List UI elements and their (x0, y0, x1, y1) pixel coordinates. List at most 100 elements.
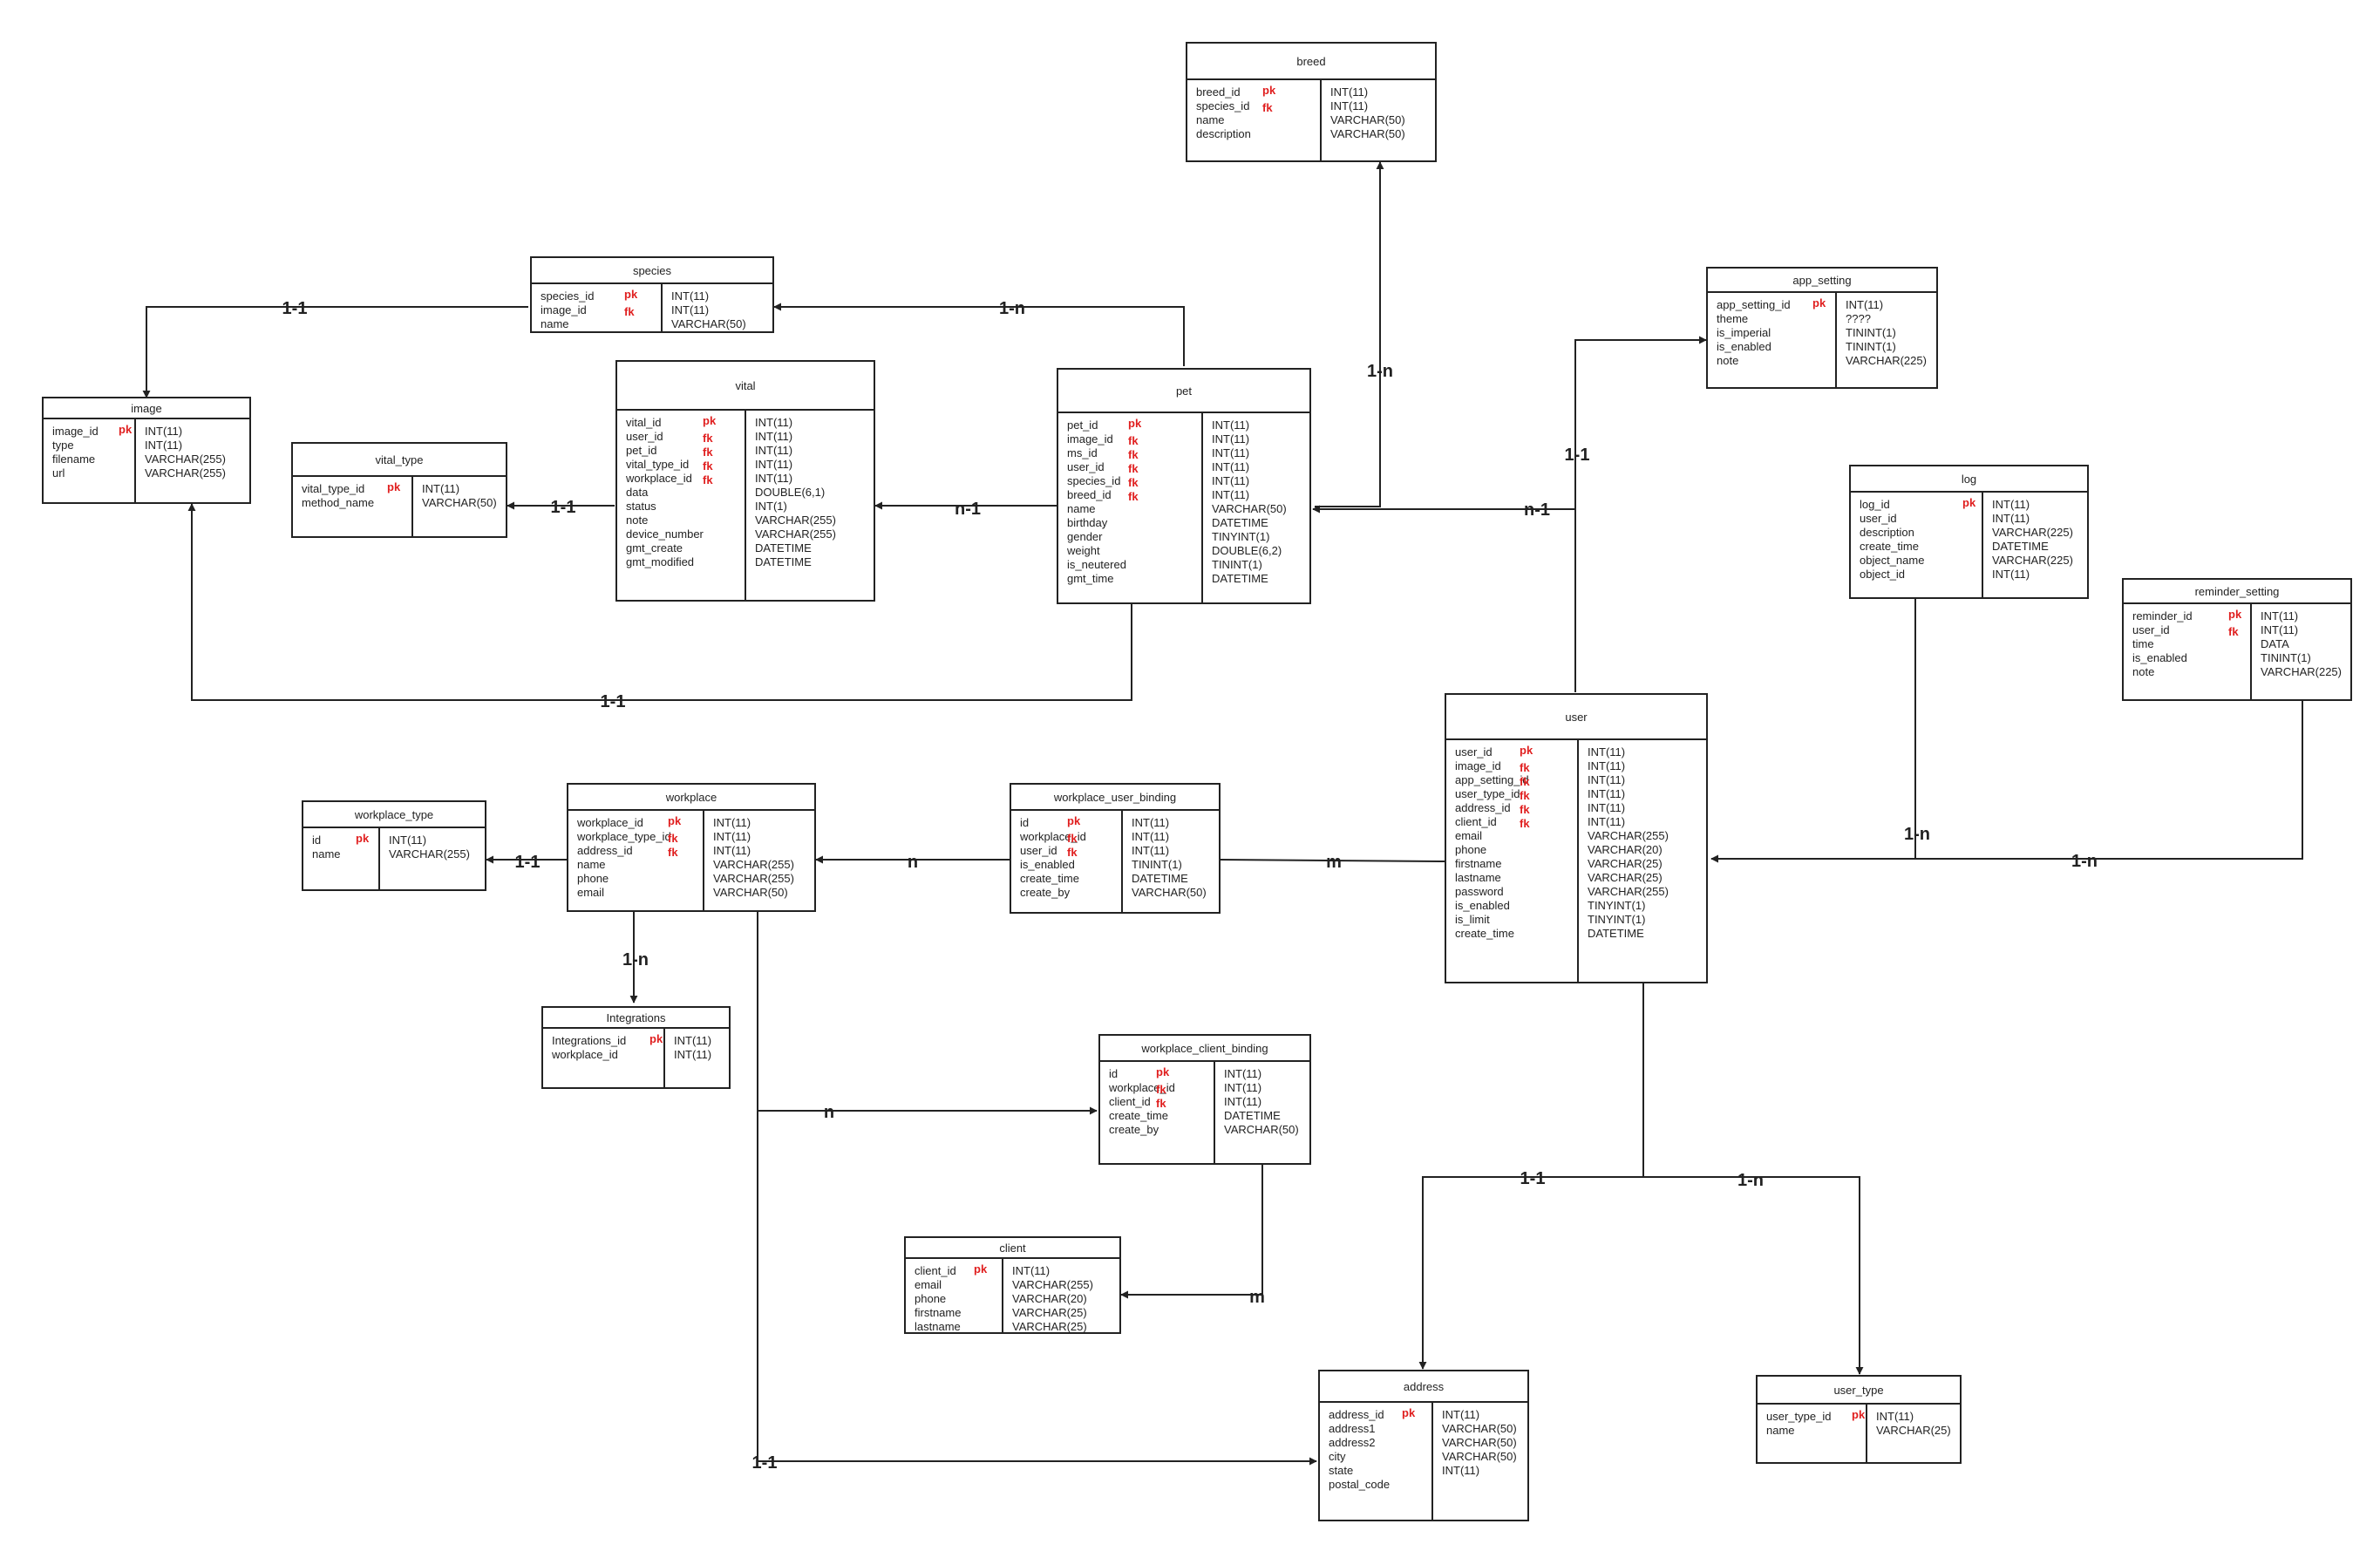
field-name: gender (1067, 530, 1103, 543)
field-name: name (1067, 502, 1096, 515)
field-name: note (626, 514, 649, 527)
primary-key-badge: pk (1812, 296, 1826, 310)
field-type: INT(11) (1992, 512, 2030, 525)
field-type-column: INT(11)INT(11)VARCHAR(255)VARCHAR(255) (136, 419, 235, 502)
field-type: INT(11) (1212, 460, 1250, 473)
table-title: workplace_client_binding (1100, 1036, 1309, 1062)
field-type: VARCHAR(50) (1330, 127, 1405, 140)
field-name: species_id (1067, 474, 1121, 487)
foreign-key-badge: fk (1156, 1097, 1166, 1110)
primary-key-badge: pk (624, 288, 638, 301)
field-name: species_id (1196, 99, 1250, 112)
field-row: description (1860, 526, 1973, 540)
field-type: INT(11) (1876, 1410, 1914, 1423)
field-type-column: INT(11)VARCHAR(25) (1867, 1405, 1960, 1462)
foreign-key-badge: fk (703, 432, 713, 445)
field-type: INT(11) (1330, 99, 1369, 112)
field-name: vital_id (626, 416, 662, 429)
field-name: state (1329, 1464, 1354, 1477)
field-type: DATETIME (1992, 540, 2049, 553)
field-name: is_limit (1455, 913, 1490, 926)
field-row: is_enabled (1455, 899, 1568, 913)
label-client-binding-m: m (1249, 1288, 1265, 1307)
field-type: INT(11) (1012, 1264, 1051, 1277)
line-user-usertype (1643, 1176, 1864, 1375)
field-type: INT(11) (1132, 844, 1170, 857)
field-name: object_id (1860, 568, 1906, 581)
field-name: create_time (1020, 872, 1079, 885)
line-species-image (142, 306, 528, 398)
field-name: user_id (1020, 844, 1057, 857)
field-name: address_id (1329, 1408, 1384, 1421)
field-type-column: INT(11)INT(11)INT(11)INT(11)INT(11)INT(1… (1579, 740, 1677, 982)
field-type: VARCHAR(255) (389, 847, 470, 861)
field-type: DATETIME (1132, 872, 1188, 885)
field-row: note (2132, 665, 2241, 679)
primary-key-badge: pk (1962, 496, 1976, 509)
field-type: DATETIME (1588, 927, 1644, 940)
field-type: INT(11) (1588, 773, 1626, 786)
label-workplace-type: 1-1 (515, 853, 541, 872)
field-row: address1 (1329, 1422, 1423, 1436)
field-name: app_setting_id (1455, 773, 1529, 786)
field-row: phone (1455, 843, 1568, 857)
field-row: create_time (1109, 1109, 1205, 1123)
field-name: pet_id (1067, 418, 1098, 432)
field-type: VARCHAR(25) (1012, 1320, 1087, 1333)
field-name: user_id (2132, 623, 2170, 636)
field-type: INT(11) (713, 816, 751, 829)
field-type: INT(11) (1224, 1095, 1262, 1108)
field-type: VARCHAR(50) (1132, 886, 1207, 899)
field-type: VARCHAR(255) (755, 514, 836, 527)
field-type: TININT(1) (1846, 340, 1896, 353)
field-row: create_time (1020, 872, 1112, 886)
field-name: create_by (1020, 886, 1071, 899)
field-name: user_id (1455, 745, 1493, 759)
field-name: is_imperial (1717, 326, 1771, 339)
table-title: breed (1187, 44, 1435, 80)
line-pet-image (187, 503, 1132, 701)
field-type: INT(11) (1588, 787, 1626, 800)
field-type: INT(1) (755, 500, 787, 513)
field-type: INT(11) (1588, 745, 1626, 759)
field-type: VARCHAR(50) (713, 886, 788, 899)
field-name: workplace_id (577, 816, 643, 829)
line-user-reminder (1710, 701, 2303, 863)
label-workplace-address: 1-1 (752, 1453, 778, 1473)
foreign-key-badge: fk (1128, 476, 1139, 489)
field-row: type (52, 439, 126, 452)
field-type: ???? (1846, 312, 1871, 325)
field-row: phone (577, 872, 694, 886)
field-row: url (52, 466, 126, 480)
field-type: TINYINT(1) (1212, 530, 1270, 543)
field-type: VARCHAR(255) (713, 858, 794, 871)
foreign-key-badge: fk (1520, 761, 1530, 774)
foreign-key-badge: fk (1520, 775, 1530, 788)
field-type: INT(11) (755, 444, 793, 457)
field-row: phone (915, 1292, 993, 1306)
table-title: log (1851, 466, 2087, 493)
field-name: password (1455, 885, 1504, 898)
field-type: INT(11) (755, 416, 793, 429)
table-title: client (906, 1238, 1119, 1259)
field-name: reminder_id (2132, 609, 2193, 623)
primary-key-badge: pk (649, 1032, 663, 1045)
